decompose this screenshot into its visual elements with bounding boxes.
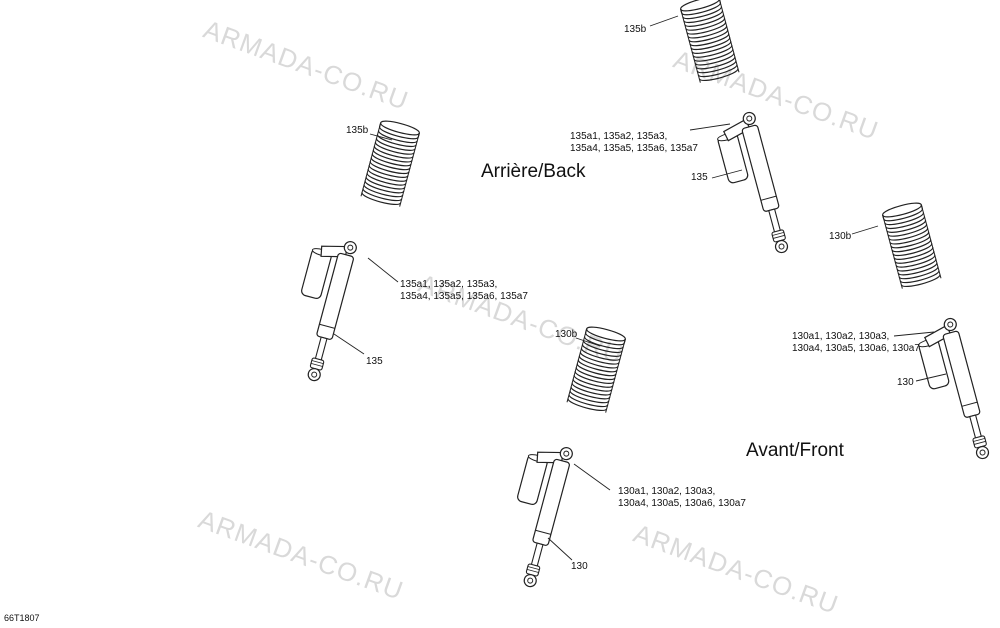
label-135b-right: 135b [624, 24, 647, 35]
label-135a-left-line2: 135a4, 135a5, 135a6, 135a7 [400, 291, 528, 302]
figure-code: 66T1807 [4, 613, 40, 623]
label-135a-right-line1: 135a1, 135a2, 135a3, [570, 131, 668, 142]
label-130b-center: 130b [555, 329, 578, 340]
label-130a-center-line2: 130a4, 130a5, 130a6, 130a7 [618, 498, 746, 509]
label-130a-right-line1: 130a1, 130a2, 130a3, [792, 331, 890, 342]
spring-130b-right [880, 199, 942, 290]
label-135a-right-line2: 135a4, 135a5, 135a6, 135a7 [570, 143, 698, 154]
label-135b-left: 135b [346, 125, 369, 136]
spring-135b-left [360, 117, 422, 208]
label-130-right: 130 [897, 377, 914, 388]
spring-135b-right [678, 0, 740, 84]
shock-130-center [495, 437, 575, 590]
label-130a-center-line1: 130a1, 130a2, 130a3, [618, 486, 716, 497]
label-135-right: 135 [691, 172, 708, 183]
label-135a-left-line1: 135a1, 135a2, 135a3, [400, 279, 498, 290]
shock-135-left [279, 231, 359, 384]
shock-135-right [712, 110, 792, 262]
label-130a-right-line2: 130a4, 130a5, 130a6, 130a7 [792, 343, 920, 354]
leader-lines [333, 15, 947, 561]
label-130-center: 130 [571, 561, 588, 572]
label-135-left: 135 [366, 356, 383, 367]
shock-130-right [913, 316, 993, 468]
section-title-front: Avant/Front [746, 440, 844, 461]
section-title-rear: Arrière/Back [481, 161, 586, 182]
label-130b-right: 130b [829, 231, 852, 242]
